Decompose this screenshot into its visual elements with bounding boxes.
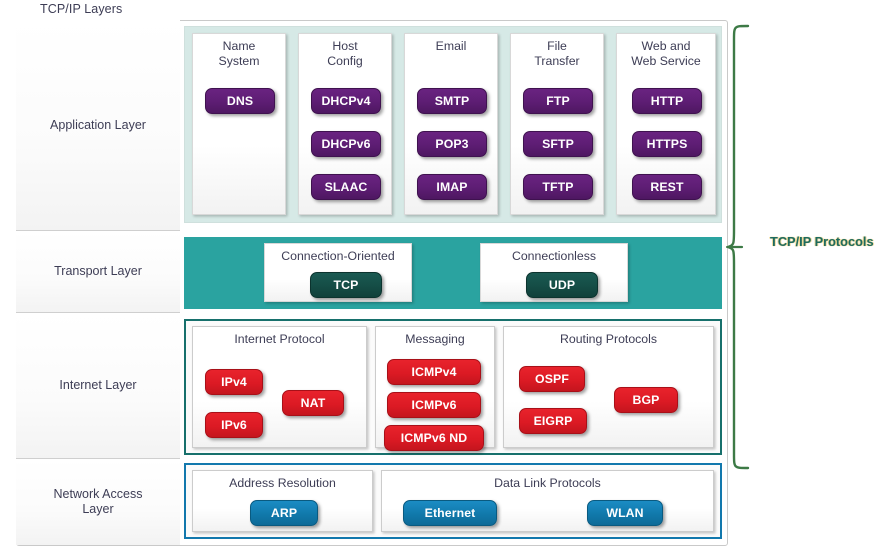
group-title-address-resolution: Address Resolution [229,476,336,490]
protocol-udp[interactable]: UDP [526,272,598,298]
group-connection-oriented: Connection-Oriented TCP [264,243,412,302]
group-web-service: Web and Web Service HTTP HTTPS REST [616,33,716,215]
diagram-top-caption: TCP/IP Layers [40,2,123,16]
group-title-host-config: Host Config [327,39,363,68]
group-host-config: Host Config DHCPv4 DHCPv6 SLAAC [298,33,392,215]
layer-label-network-access: Network Access Layer [16,459,180,545]
transport-layer-band: Connection-Oriented TCP Connectionless U… [184,237,722,309]
protocol-eigrp[interactable]: EIGRP [519,408,587,434]
group-title-routing-protocols: Routing Protocols [559,332,658,346]
protocol-tcp[interactable]: TCP [310,272,382,298]
group-messaging: Messaging ICMPv4 ICMPv6 ICMPv6 ND [375,326,495,451]
group-title-file-transfer: File Transfer [534,39,580,68]
network-access-layer-band: Address Resolution ARP Data Link Protoco… [184,463,722,539]
protocol-tftp[interactable]: TFTP [523,174,593,200]
group-file-transfer: File Transfer FTP SFTP TFTP [510,33,604,215]
protocol-nat[interactable]: NAT [282,390,344,416]
group-data-link-protocols: Data Link Protocols Ethernet WLAN [381,470,714,532]
layer-name-column: Application Layer Transport Layer Intern… [16,20,180,546]
group-title-web-service: Web and Web Service [631,39,701,68]
protocol-wlan[interactable]: WLAN [587,500,663,526]
protocol-http[interactable]: HTTP [632,88,702,114]
group-title-internet-protocol: Internet Protocol [234,332,325,346]
group-email: Email SMTP POP3 IMAP [404,33,498,215]
protocol-arp[interactable]: ARP [250,500,318,526]
protocol-imap[interactable]: IMAP [417,174,487,200]
protocol-https[interactable]: HTTPS [632,131,702,157]
tcpip-protocols-label: TCP/IP Protocols [770,234,874,249]
protocol-rest[interactable]: REST [632,174,702,200]
group-title-name-system: Name System [218,39,260,68]
group-title-email: Email [435,39,467,53]
protocol-sftp[interactable]: SFTP [523,131,593,157]
application-layer-band: Name System DNS Host Config DHCPv4 DHCPv… [184,26,722,223]
protocol-bgp[interactable]: BGP [614,387,678,413]
protocol-slaac[interactable]: SLAAC [311,174,381,200]
group-address-resolution: Address Resolution ARP [192,470,373,532]
layer-label-transport: Transport Layer [16,231,180,313]
protocol-icmpv6-nd[interactable]: ICMPv6 ND [384,425,484,451]
group-routing-protocols: Routing Protocols OSPF EIGRP BGP [503,326,714,448]
protocol-dns[interactable]: DNS [205,88,275,114]
internet-layer-band: Internet Protocol IPv4 IPv6 NAT Messagin… [184,319,722,455]
protocol-icmpv6[interactable]: ICMPv6 [387,392,481,418]
protocol-ftp[interactable]: FTP [523,88,593,114]
layer-label-internet: Internet Layer [16,313,180,459]
group-title-connection-oriented: Connection-Oriented [281,249,395,263]
protocol-dhcpv4[interactable]: DHCPv4 [311,88,381,114]
protocol-ospf[interactable]: OSPF [519,366,585,392]
layer-label-application: Application Layer [16,20,180,231]
protocol-pop3[interactable]: POP3 [417,131,487,157]
group-name-system: Name System DNS [192,33,286,215]
protocol-smtp[interactable]: SMTP [417,88,487,114]
protocol-ipv6[interactable]: IPv6 [205,412,263,438]
protocol-icmpv4[interactable]: ICMPv4 [387,359,481,385]
tcpip-protocols-brace [726,24,750,470]
layer-label-network-access-line1: Network Access [53,487,143,501]
group-title-data-link-protocols: Data Link Protocols [494,476,601,490]
group-title-connectionless: Connectionless [511,249,597,263]
group-internet-protocol: Internet Protocol IPv4 IPv6 NAT [192,326,367,448]
group-connectionless: Connectionless UDP [480,243,628,302]
protocol-ipv4[interactable]: IPv4 [205,369,263,395]
protocol-ethernet[interactable]: Ethernet [403,500,497,526]
layer-label-network-access-line2: Layer [82,502,114,516]
group-title-messaging: Messaging [405,332,465,346]
protocol-dhcpv6[interactable]: DHCPv6 [311,131,381,157]
